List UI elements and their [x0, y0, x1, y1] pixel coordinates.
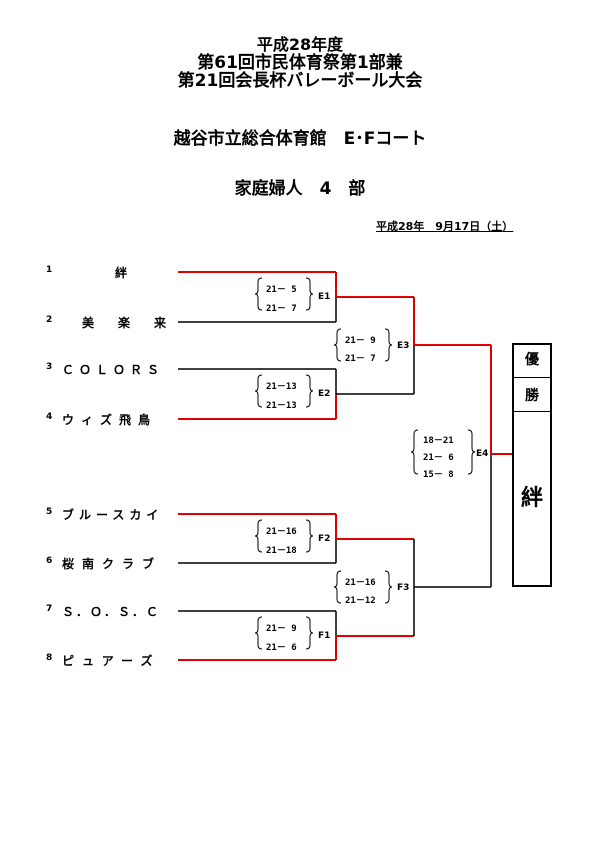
- match-label: F3: [397, 583, 410, 593]
- set-score: 21－ 9: [345, 336, 376, 346]
- team-number: 6: [46, 556, 53, 566]
- team-number: 5: [46, 507, 53, 517]
- team-name: ウィズ飛鳥: [62, 413, 158, 427]
- bracket-f1: [178, 610, 414, 661]
- team-name: ピュアーズ: [62, 654, 161, 668]
- match-label: F1: [318, 631, 331, 641]
- champion-label-top: 優: [525, 352, 539, 368]
- match-label: E4: [476, 449, 489, 459]
- team-number: 8: [46, 653, 53, 663]
- champion-box: 優 勝 絆: [512, 343, 552, 587]
- set-score: 15－ 8: [423, 470, 454, 480]
- set-score: 21－18: [266, 546, 297, 556]
- team-number: 3: [46, 362, 53, 372]
- set-score: 21－13: [266, 401, 297, 411]
- bracket-f2: [178, 513, 414, 564]
- team-name: 絆: [114, 266, 127, 280]
- set-score: 21－ 6: [266, 643, 297, 653]
- event-year: 平成28年度: [256, 35, 344, 54]
- team-number: 2: [46, 315, 53, 325]
- team-number: 1: [46, 265, 53, 275]
- champion-label-bottom: 勝: [525, 388, 539, 404]
- bracket-e4: [490, 345, 512, 587]
- set-score: 18－21: [423, 436, 454, 446]
- venue-title: 越谷市立総合体育館 E･Fコート: [173, 129, 427, 149]
- bracket-e3: [413, 297, 491, 394]
- team-name: ＣＯＬＯＲＳ: [62, 363, 165, 377]
- match-label: E2: [318, 389, 331, 399]
- set-score: 21－ 5: [266, 285, 297, 295]
- set-score: 21－13: [266, 382, 297, 392]
- set-score: 21－16: [266, 527, 297, 537]
- set-score: 21－ 9: [266, 624, 297, 634]
- bracket-e2: [178, 368, 414, 420]
- team-number: 4: [46, 412, 53, 422]
- event-date: 平成28年 9月17日（土）: [376, 220, 514, 233]
- event-title-line2: 第21回会長杯バレーボール大会: [177, 71, 423, 91]
- match-label: E1: [318, 292, 331, 302]
- score-braces: [254, 277, 476, 650]
- team-name: 美 楽 来: [82, 316, 173, 330]
- match-label: E3: [397, 341, 410, 351]
- set-score: 21－16: [345, 578, 376, 588]
- event-title-line1: 第61回市民体育祭第1部兼: [197, 53, 403, 73]
- set-score: 21－ 7: [345, 354, 376, 364]
- champion-divider: [514, 411, 550, 412]
- set-score: 21－ 7: [266, 304, 297, 314]
- set-score: 21－12: [345, 596, 376, 606]
- division-title: 家庭婦人 4 部: [234, 179, 366, 199]
- match-label: F2: [318, 534, 331, 544]
- team-name: ブルースカイ: [62, 508, 164, 522]
- champion-divider: [514, 377, 550, 378]
- bracket-f3: [413, 539, 491, 636]
- team-number: 7: [46, 604, 53, 614]
- bracket-e1: [178, 271, 414, 323]
- team-name: Ｓ．Ｏ．Ｓ．Ｃ: [62, 605, 161, 619]
- champion-name: 絆: [520, 486, 543, 511]
- set-score: 21－ 6: [423, 453, 454, 463]
- team-name: 桜南クラブ: [62, 557, 163, 571]
